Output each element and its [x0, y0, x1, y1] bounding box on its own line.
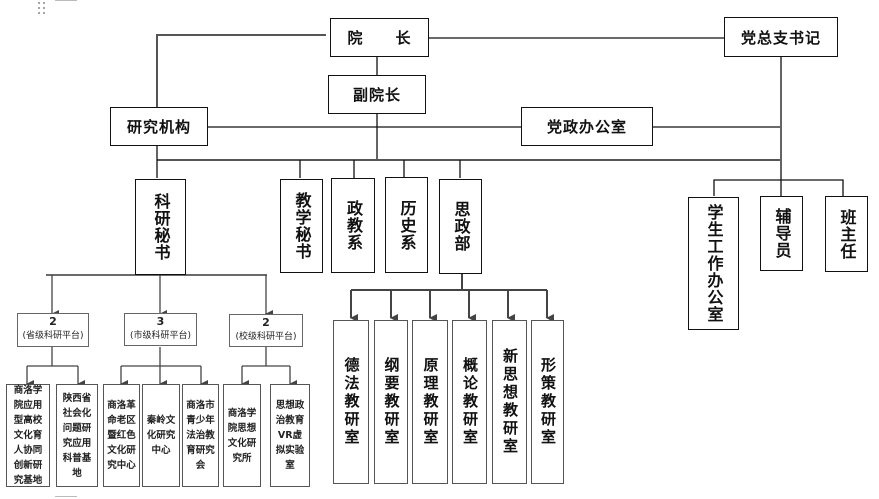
research-center-box[interactable]: 陕西省社会化问题研究应用科普基地 [56, 384, 98, 487]
platform-label: (省级科研平台) [22, 331, 84, 341]
dean-label: 院 长 [347, 29, 412, 47]
teaching-office-box[interactable]: 新思想教研室 [492, 320, 527, 484]
research-center-label: 商洛革命老区暨红色文化研究中心 [107, 400, 136, 471]
research-institutions-box[interactable]: 研究机构 [110, 107, 208, 146]
teaching-office-label: 新思想教研室 [501, 348, 519, 456]
platform-label: (校级科研平台) [235, 332, 297, 342]
platform-box[interactable]: 2 (校级科研平台) [229, 314, 303, 347]
research-center-box[interactable]: 秦岭文化研究中心 [142, 384, 180, 487]
research-center-box[interactable]: 商洛市青少年法治教育研究会 [182, 384, 219, 487]
research-center-box[interactable]: 商洛革命老区暨红色文化研究中心 [103, 384, 140, 487]
teaching-office-label: 概论教研室 [461, 357, 479, 447]
teaching-office-box[interactable]: 概论教研室 [452, 320, 487, 484]
research-center-label: 商洛学院思想文化研究所 [227, 407, 257, 464]
research-center-box[interactable]: 商洛学院应用型高校文化育人协同创新研究基地 [6, 384, 50, 487]
research-center-label: 思想政治教育VR虚拟实验室 [275, 400, 305, 471]
student-affairs-box[interactable]: 学生工作办公室 [688, 197, 739, 330]
teaching-office-box[interactable]: 纲要教研室 [374, 320, 408, 484]
student-affairs-box[interactable]: 辅导员 [760, 196, 803, 271]
department-box[interactable]: 教学秘书 [280, 179, 323, 273]
platform-box[interactable]: 3 (市级科研平台) [124, 313, 197, 346]
platform-label: (市级科研平台) [129, 331, 192, 341]
party-admin-office-label: 党政办公室 [546, 118, 627, 136]
platform-count: 2 [262, 316, 270, 329]
teaching-office-label: 德法教研室 [342, 357, 361, 447]
student-affairs-box[interactable]: 班主任 [825, 196, 868, 272]
vice-dean-label: 副院长 [352, 86, 401, 104]
dean-box[interactable]: 院 长 [330, 18, 429, 57]
platform-box[interactable]: 2 (省级科研平台) [17, 313, 89, 347]
teaching-office-box[interactable]: 形策教研室 [531, 320, 564, 484]
research-center-label: 商洛学院应用型高校文化育人协同创新研究基地 [13, 385, 43, 486]
party-secretary-box[interactable]: 党总支书记 [724, 17, 838, 57]
vice-dean-box[interactable]: 副院长 [328, 75, 426, 114]
department-box[interactable]: 思政部 [439, 179, 482, 274]
drag-handle-icon[interactable] [38, 2, 48, 16]
department-label: 思政部 [451, 201, 471, 252]
teaching-office-label: 原理教研室 [421, 357, 440, 447]
department-label: 政教系 [344, 200, 363, 251]
department-box[interactable]: 政教系 [331, 178, 375, 273]
student-affairs-label: 学生工作办公室 [704, 204, 724, 323]
department-box[interactable]: 历史系 [385, 177, 428, 273]
research-center-box[interactable]: 思想政治教育VR虚拟实验室 [270, 384, 310, 487]
research-center-label: 商洛市青少年法治教育研究会 [186, 400, 215, 471]
top-fragment [55, 0, 77, 1]
research-center-label: 秦岭文化研究中心 [146, 415, 176, 456]
teaching-office-box[interactable]: 德法教研室 [333, 320, 369, 484]
research-center-label: 陕西省社会化问题研究应用科普基地 [62, 392, 92, 479]
research-secretary-label: 科研秘书 [151, 193, 171, 261]
department-label: 教学秘书 [292, 192, 312, 260]
platform-count: 2 [49, 315, 57, 328]
teaching-office-label: 形策教研室 [539, 357, 557, 447]
research-center-box[interactable]: 商洛学院思想文化研究所 [223, 384, 261, 487]
party-admin-office-box[interactable]: 党政办公室 [521, 107, 653, 146]
student-affairs-label: 班主任 [837, 208, 857, 260]
teaching-office-box[interactable]: 原理教研室 [412, 320, 448, 484]
party-secretary-label: 党总支书记 [740, 28, 821, 47]
platform-count: 3 [156, 315, 165, 328]
teaching-office-label: 纲要教研室 [382, 357, 401, 447]
bottom-fragment [55, 496, 77, 497]
research-institutions-label: 研究机构 [126, 118, 191, 136]
line-dean-research [156, 34, 326, 107]
department-label: 历史系 [397, 199, 417, 251]
research-secretary-box[interactable]: 科研秘书 [135, 179, 186, 275]
student-affairs-label: 辅导员 [772, 208, 792, 259]
